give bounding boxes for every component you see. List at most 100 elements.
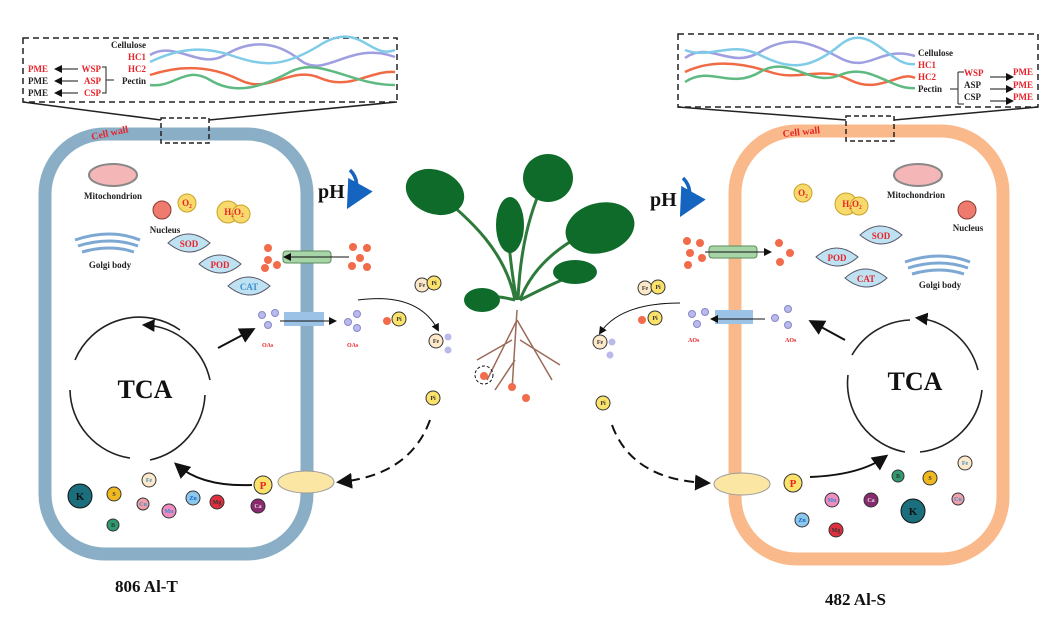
enzyme-cat: CAT <box>844 268 888 288</box>
svg-text:P: P <box>790 478 797 490</box>
h2o2-label: H₂O₂ <box>224 207 244 217</box>
svg-text:Fe: Fe <box>419 283 426 289</box>
right-zoom-box <box>845 115 895 142</box>
nucleus-icon <box>152 200 172 220</box>
left-cell: Cellulose HC1 HC2 Pectin WSP ASP CSP PME… <box>22 35 452 596</box>
oa-transporter <box>715 310 753 324</box>
hc1-label: HC1 <box>918 60 937 70</box>
oa-molecules <box>688 305 792 329</box>
mitochondrion-label: Mitochondrion <box>887 190 945 200</box>
oas-in-label: AOs <box>785 338 797 344</box>
oa-transporter <box>284 312 324 326</box>
svg-text:S: S <box>928 476 932 482</box>
pi-ion: Pi <box>391 311 407 327</box>
svg-text:Pi: Pi <box>600 401 606 407</box>
csp-label: CSP <box>964 92 982 102</box>
fe-ion: Fe <box>592 334 608 350</box>
svg-text:Pi: Pi <box>396 317 402 323</box>
cellulose-label: Cellulose <box>111 40 146 50</box>
svg-text:Zn: Zn <box>189 496 197 502</box>
svg-text:B: B <box>896 474 900 480</box>
svg-text:Mn: Mn <box>165 509 175 515</box>
al-ions <box>683 237 794 269</box>
ph-down-arrow <box>679 176 706 218</box>
tca-cycle <box>69 317 211 461</box>
left-inset-box <box>22 37 398 103</box>
ion-s: S <box>922 470 938 486</box>
plant-illustration <box>405 154 635 402</box>
ion-cu: Cu <box>951 492 965 506</box>
wsp-label: WSP <box>81 64 101 74</box>
svg-text:Fe: Fe <box>146 478 153 484</box>
svg-text:Ca: Ca <box>867 498 874 504</box>
ion-k: K <box>900 498 926 524</box>
oas-in-label: OAs <box>262 343 274 349</box>
svg-text:CAT: CAT <box>857 274 875 284</box>
pectin-label: Pectin <box>122 76 146 86</box>
golgi-label: Golgi body <box>919 280 962 290</box>
left-cell-title: 806 Al-T <box>115 577 178 596</box>
oas-out-label: AOs <box>688 338 700 344</box>
nucleus-label: Nucleus <box>150 225 181 235</box>
ion-ca: Ca <box>250 498 266 514</box>
p-ion: P <box>783 473 803 493</box>
svg-text:K: K <box>76 491 85 503</box>
svg-text:Pi: Pi <box>430 396 436 402</box>
svg-text:POD: POD <box>828 253 847 263</box>
fe-pi-complex: Fe Pi <box>637 279 666 296</box>
ion-fe: Fe <box>141 472 157 488</box>
pi-transporter <box>277 470 335 494</box>
ion-mg: Mg <box>209 494 225 510</box>
left-cell-wall <box>38 127 314 561</box>
enzyme-pod: POD <box>198 254 242 274</box>
mitochondrion-label: Mitochondrion <box>84 191 142 201</box>
asp-label: ASP <box>964 80 982 90</box>
nucleus-label: Nucleus <box>953 223 984 233</box>
ph-label: pH <box>318 181 345 203</box>
svg-text:Pi: Pi <box>431 281 437 287</box>
tca-label: TCA <box>888 367 943 396</box>
pme-label-3: PME <box>28 88 48 98</box>
h2o2-label: H₂O₂ <box>842 199 862 209</box>
svg-text:Mg: Mg <box>213 500 222 506</box>
svg-text:Cu: Cu <box>139 502 147 508</box>
golgi-icon <box>74 232 141 254</box>
pme-label-1: PME <box>28 64 48 74</box>
ion-zn: Zn <box>794 512 810 528</box>
svg-text:SOD: SOD <box>180 239 199 249</box>
pme-label-2: PME <box>28 76 48 86</box>
ion-b: B <box>106 518 120 532</box>
ph-label: pH <box>650 189 677 211</box>
svg-text:B: B <box>111 523 115 529</box>
ion-zn: Zn <box>185 490 201 506</box>
svg-text:Fe: Fe <box>962 461 969 467</box>
mitochondrion-icon <box>893 163 943 187</box>
svg-text:Pi: Pi <box>652 316 658 322</box>
ion-b: B <box>891 469 905 483</box>
svg-text:S: S <box>112 492 116 498</box>
hc1-fiber <box>149 35 396 65</box>
oa-molecules <box>258 309 361 332</box>
golgi-label: Golgi body <box>89 260 132 270</box>
svg-text:Mn: Mn <box>828 498 838 504</box>
enzyme-pod: POD <box>815 247 859 267</box>
svg-text:Fe: Fe <box>642 286 649 292</box>
pi-ion-2: Pi <box>425 390 441 406</box>
ion-s: S <box>106 486 122 502</box>
tca-cycle <box>846 318 983 453</box>
wsp-label: WSP <box>964 68 984 78</box>
svg-text:CAT: CAT <box>240 282 258 292</box>
ph-down-arrow <box>346 168 373 210</box>
ion-k: K <box>67 483 93 509</box>
golgi-icon <box>904 254 971 276</box>
asp-label: ASP <box>84 76 102 86</box>
hc2-label: HC2 <box>128 64 147 74</box>
cellulose-label: Cellulose <box>918 48 953 58</box>
svg-text:Zn: Zn <box>798 518 806 524</box>
enzyme-cat: CAT <box>227 276 271 296</box>
svg-text:SOD: SOD <box>872 231 891 241</box>
cellulose-fiber <box>149 43 396 67</box>
mitochondrion-icon <box>88 163 138 187</box>
fe-pi-complex: Fe Pi <box>414 275 442 293</box>
